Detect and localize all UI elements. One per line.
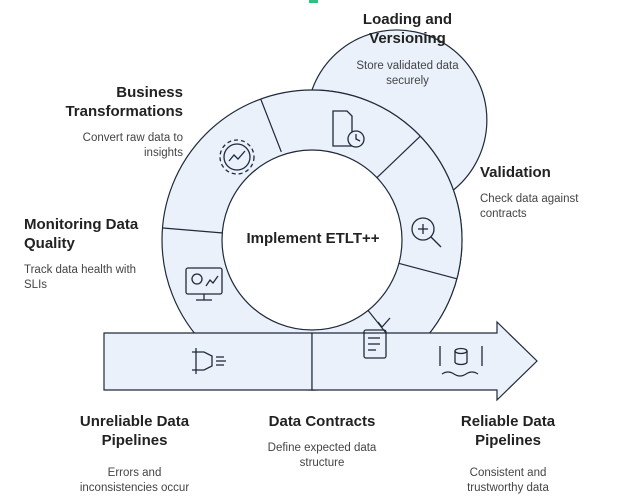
stage-business: Business Transformations Convert raw dat… xyxy=(58,83,183,161)
stage-unreliable-desc: Errors and inconsistencies occur xyxy=(79,467,190,494)
stage-unreliable: Unreliable Data Pipelines Errors and inc… xyxy=(62,412,207,496)
stage-reliable: Reliable Data Pipelines Consistent and t… xyxy=(438,412,578,496)
gear-chart-icon xyxy=(219,139,255,175)
stage-monitoring-desc: Track data health with SLIs xyxy=(24,264,137,291)
stage-contracts: Data Contracts Define expected data stru… xyxy=(250,412,394,471)
top-accent xyxy=(309,0,318,3)
stage-validation-title: Validation xyxy=(480,164,551,181)
stage-validation: Validation Check data against contracts xyxy=(480,163,600,222)
stage-monitoring: Monitoring Data Quality Track data healt… xyxy=(24,215,154,293)
cycle-ring-inner xyxy=(221,149,403,331)
checklist-icon xyxy=(363,317,391,359)
stage-validation-desc: Check data against contracts xyxy=(480,193,579,220)
stage-reliable-desc: Consistent and trustworthy data xyxy=(467,467,549,494)
document-clock-icon xyxy=(332,110,365,148)
stage-loading-title: Loading and Versioning xyxy=(362,11,453,47)
input-bar xyxy=(103,332,313,391)
stage-business-title: Business Transformations xyxy=(65,84,183,120)
stage-business-desc: Convert raw data to insights xyxy=(82,132,183,159)
output-arrow xyxy=(311,320,538,402)
magnifier-plus-icon xyxy=(411,217,442,248)
stage-reliable-title: Reliable Data Pipelines xyxy=(460,413,556,449)
center-title: Implement ETLT++ xyxy=(246,230,380,247)
stage-contracts-desc: Define expected data structure xyxy=(267,442,377,469)
stage-monitoring-title: Monitoring Data Quality xyxy=(24,216,139,252)
stage-loading: Loading and Versioning Store validated d… xyxy=(330,10,485,89)
stage-unreliable-title: Unreliable Data Pipelines xyxy=(79,413,190,449)
leaking-pipe-icon xyxy=(192,348,226,374)
database-pipeline-icon xyxy=(439,346,483,377)
stage-contracts-title: Data Contracts xyxy=(268,413,376,430)
monitor-dashboard-icon xyxy=(185,267,223,301)
stage-loading-desc: Store validated data securely xyxy=(356,60,459,87)
